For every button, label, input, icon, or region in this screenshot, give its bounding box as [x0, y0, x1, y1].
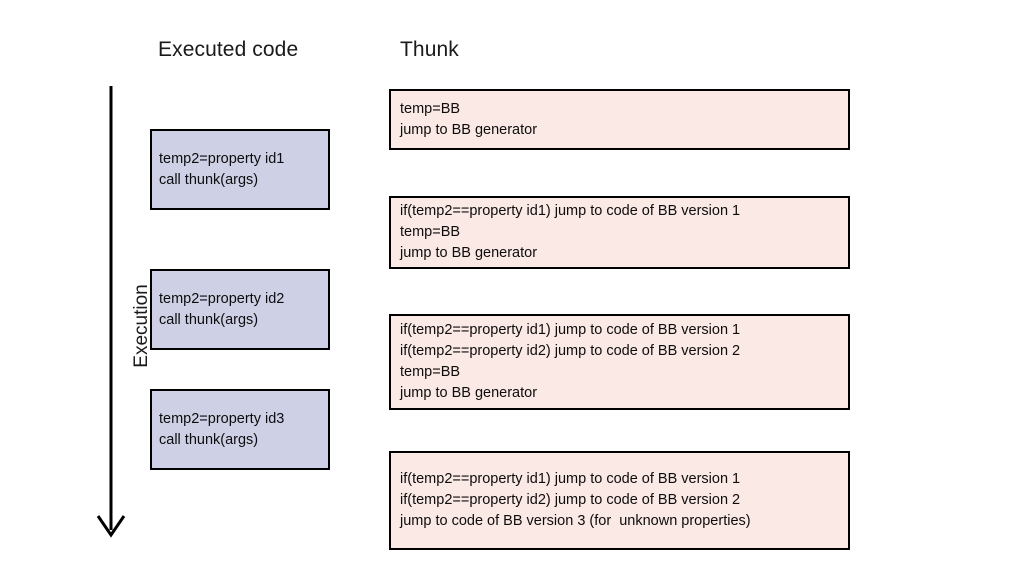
executed-code-box-1-line-2: call thunk(args) — [159, 171, 259, 188]
executed-code-box-1: temp2=property id1 call thunk(args) — [150, 129, 330, 210]
thunk-box-3-line-3: temp=BB — [400, 364, 461, 380]
thunk-box-2: if(temp2==property id1) jump to code of … — [389, 196, 850, 269]
execution-arrow: Execution — [76, 80, 152, 550]
thunk-box-4: if(temp2==property id1) jump to code of … — [389, 451, 850, 550]
execution-arrow-head-icon — [96, 515, 126, 538]
executed-code-box-3-line-2: call thunk(args) — [159, 431, 259, 448]
executed-code-box-3: temp2=property id3 call thunk(args) — [150, 389, 330, 470]
executed-code-box-2: temp2=property id2 call thunk(args) — [150, 269, 330, 350]
thunk-box-2-line-2: temp=BB — [400, 224, 461, 240]
execution-arrow-svg — [96, 86, 126, 538]
thunk-box-2-line-1: if(temp2==property id1) jump to code of … — [400, 203, 741, 219]
thunk-box-3-line-4: jump to BB generator — [400, 385, 538, 401]
thunk-box-1-line-1: temp=BB — [400, 100, 461, 117]
executed-code-box-1-line-1: temp2=property id1 — [159, 150, 285, 167]
thunk-box-3-line-2: if(temp2==property id2) jump to code of … — [400, 343, 741, 359]
thunk-box-4-line-3: jump to code of BB version 3 (for unknow… — [400, 513, 751, 529]
thunk-box-2-line-3: jump to BB generator — [400, 245, 538, 261]
executed-code-box-2-line-1: temp2=property id2 — [159, 290, 285, 307]
executed-code-box-2-line-2: call thunk(args) — [159, 311, 259, 328]
thunk-box-4-line-2: if(temp2==property id2) jump to code of … — [400, 492, 741, 508]
thunk-box-3-line-1: if(temp2==property id1) jump to code of … — [400, 322, 741, 338]
thunk-box-1: temp=BB jump to BB generator — [389, 89, 850, 150]
thunk-box-3: if(temp2==property id1) jump to code of … — [389, 314, 850, 410]
column-heading-executed-code: Executed code — [158, 38, 299, 61]
executed-code-box-3-line-1: temp2=property id3 — [159, 410, 285, 427]
column-heading-thunk: Thunk — [400, 38, 459, 61]
thunk-box-4-line-1: if(temp2==property id1) jump to code of … — [400, 471, 741, 487]
thunk-box-1-line-2: jump to BB generator — [400, 121, 538, 138]
